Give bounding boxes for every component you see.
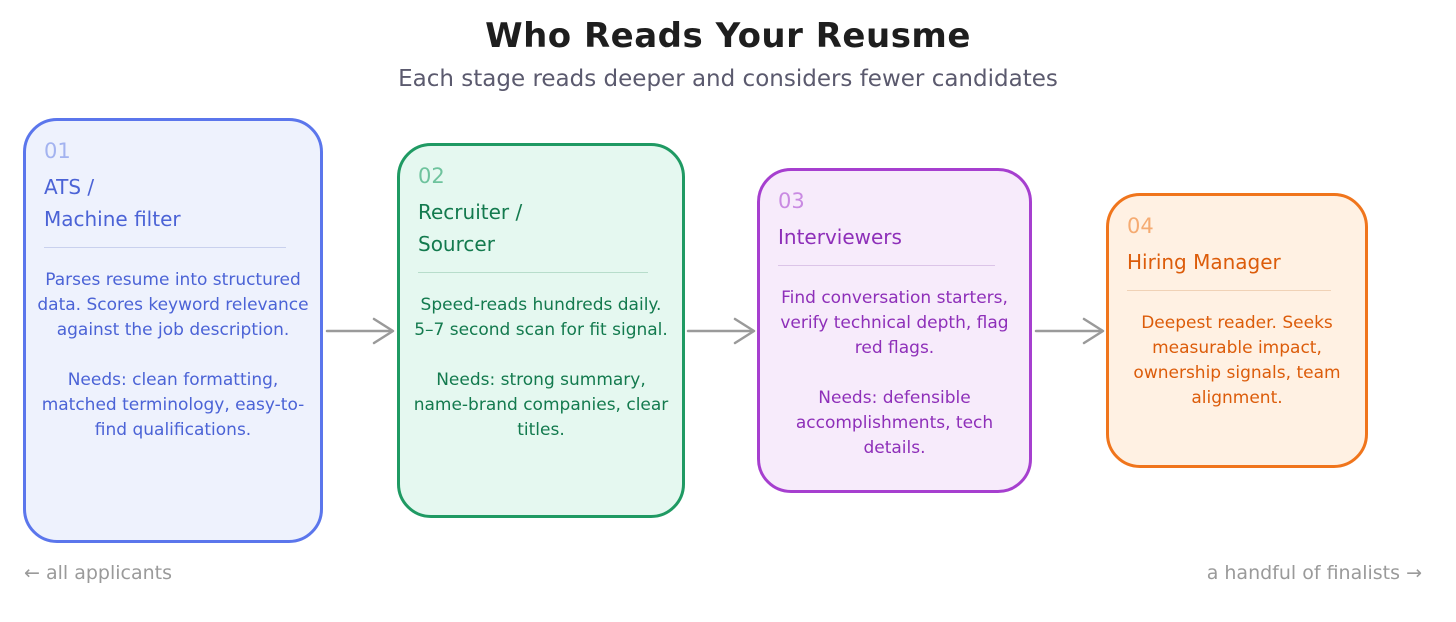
- stage-title-line: ATS /: [44, 175, 95, 199]
- stage-number: 02: [418, 164, 445, 188]
- stage-needs: Needs: defensible accomplishments, tech …: [795, 388, 994, 458]
- stage-description: Deepest reader. Seeks measurable impact,…: [1133, 313, 1341, 408]
- arrow-2-to-3: [686, 317, 756, 345]
- stage-body: Deepest reader. Seeks measurable impact,…: [1119, 311, 1355, 411]
- stage-description: Parses resume into structured data. Scor…: [37, 270, 309, 340]
- footer-finalists: a handful of finalists →: [1206, 562, 1422, 584]
- stage-needs: Needs: clean formatting, matched termino…: [41, 370, 305, 440]
- stage-number: 04: [1127, 214, 1154, 238]
- diagram-subtitle: Each stage reads deeper and considers fe…: [398, 66, 1058, 92]
- stage-divider: [778, 265, 995, 266]
- stage-description: Speed-reads hundreds daily. 5–7 second s…: [414, 295, 668, 340]
- stage-title: Recruiter / Sourcer: [418, 196, 664, 260]
- stage-card-interviewers: 03 Interviewers Find conversation starte…: [757, 168, 1032, 493]
- stage-body: Find conversation starters, verify techn…: [770, 286, 1019, 461]
- stage-title-line: Hiring Manager: [1127, 250, 1281, 274]
- stage-divider: [44, 247, 286, 248]
- stage-title: Interviewers: [778, 221, 1011, 253]
- stage-body: Speed-reads hundreds daily. 5–7 second s…: [410, 293, 672, 443]
- stage-title-line: Interviewers: [778, 225, 902, 249]
- arrow-head: [733, 317, 756, 345]
- stage-body: Parses resume into structured data. Scor…: [36, 268, 310, 443]
- stage-divider: [1127, 290, 1331, 291]
- arrow-head: [372, 317, 395, 345]
- stage-number: 01: [44, 139, 71, 163]
- stage-title-line: Recruiter /: [418, 200, 523, 224]
- arrow-head: [1082, 317, 1105, 345]
- stage-card-ats: 01 ATS / Machine filter Parses resume in…: [23, 118, 323, 543]
- stage-number: 03: [778, 189, 805, 213]
- stage-title: ATS / Machine filter: [44, 171, 302, 235]
- diagram-title: Who Reads Your Reusme: [485, 16, 971, 56]
- footer-all-applicants: ← all applicants: [24, 562, 173, 584]
- stage-title: Hiring Manager: [1127, 246, 1347, 278]
- stage-divider: [418, 272, 648, 273]
- stage-card-recruiter: 02 Recruiter / Sourcer Speed-reads hundr…: [397, 143, 685, 518]
- stage-card-hiring-manager: 04 Hiring Manager Deepest reader. Seeks …: [1106, 193, 1368, 468]
- stage-title-line: Sourcer: [418, 232, 495, 256]
- arrow-1-to-2: [325, 317, 395, 345]
- stage-description: Find conversation starters, verify techn…: [780, 288, 1009, 358]
- stage-title-line: Machine filter: [44, 207, 181, 231]
- arrow-3-to-4: [1034, 317, 1105, 345]
- stage-needs: Needs: strong summary, name-brand compan…: [413, 370, 669, 440]
